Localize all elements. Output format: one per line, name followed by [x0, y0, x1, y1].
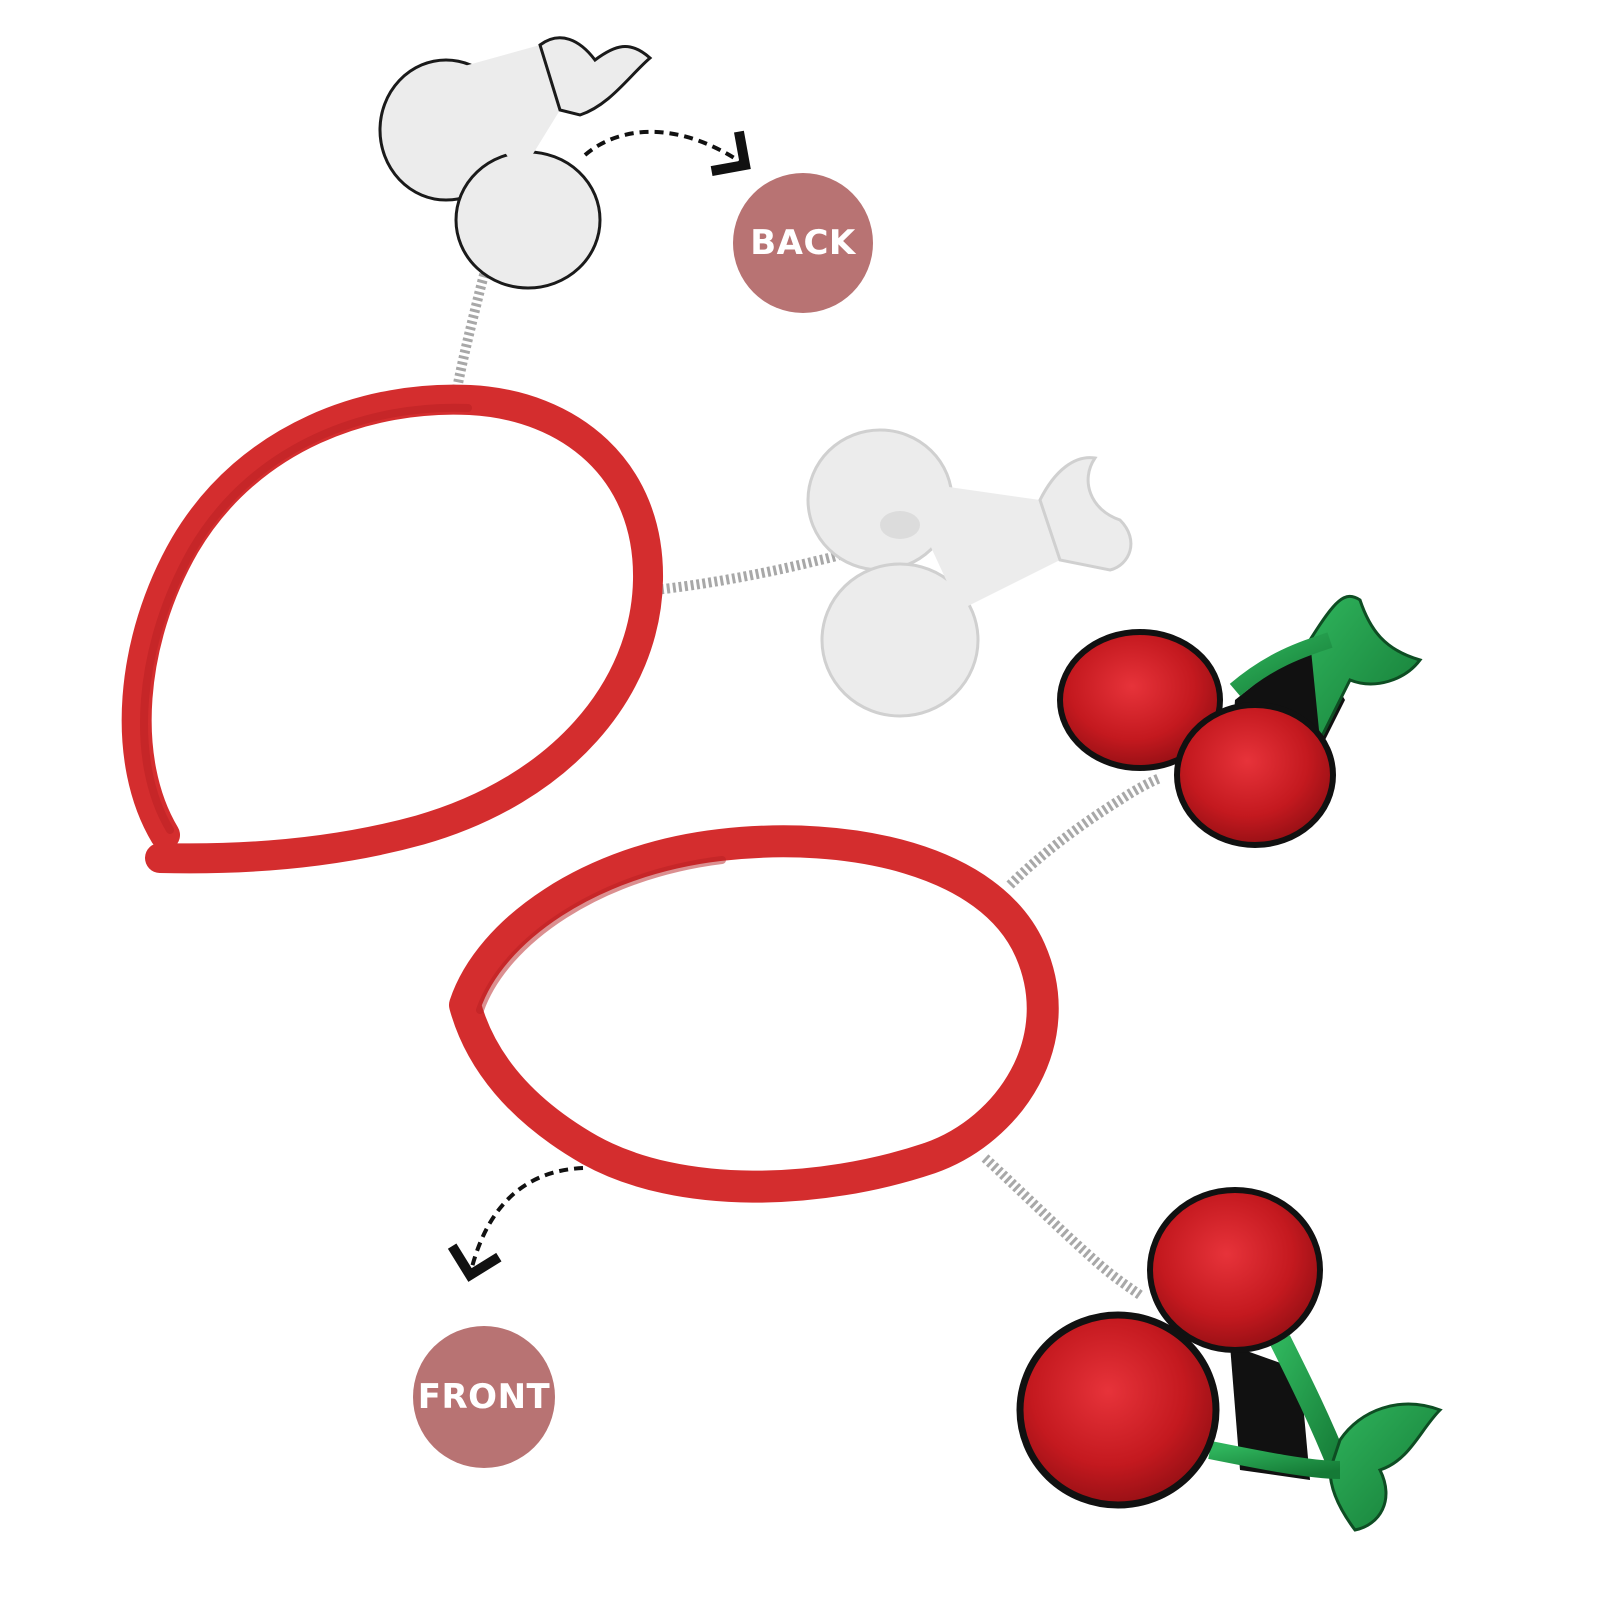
- headband-front-shade: [476, 856, 726, 1014]
- spring-back-right: [654, 547, 850, 595]
- headband-back-shade: [140, 403, 472, 834]
- arrow-to-front-label: [447, 1166, 584, 1282]
- spring-front-top: [1006, 773, 1162, 889]
- arrow-to-back-label: [583, 129, 751, 177]
- cherry-glitter-front-bottom: [1016, 1187, 1443, 1532]
- headband-front: [449, 773, 1162, 1300]
- headband-front-band: [449, 825, 1059, 1203]
- headband-back-band: [121, 384, 664, 874]
- back-label-text: BACK: [750, 223, 856, 263]
- headband-back: [121, 242, 850, 874]
- cherry-felt-back-top: [378, 36, 653, 290]
- spring-front-bottom: [981, 1154, 1143, 1300]
- back-label-badge: BACK: [733, 173, 873, 313]
- cherry-glitter-front-top: [1057, 594, 1423, 848]
- cherry-felt-back-right: [806, 428, 1133, 718]
- front-label-text: FRONT: [417, 1377, 551, 1417]
- front-label-badge: FRONT: [413, 1326, 555, 1468]
